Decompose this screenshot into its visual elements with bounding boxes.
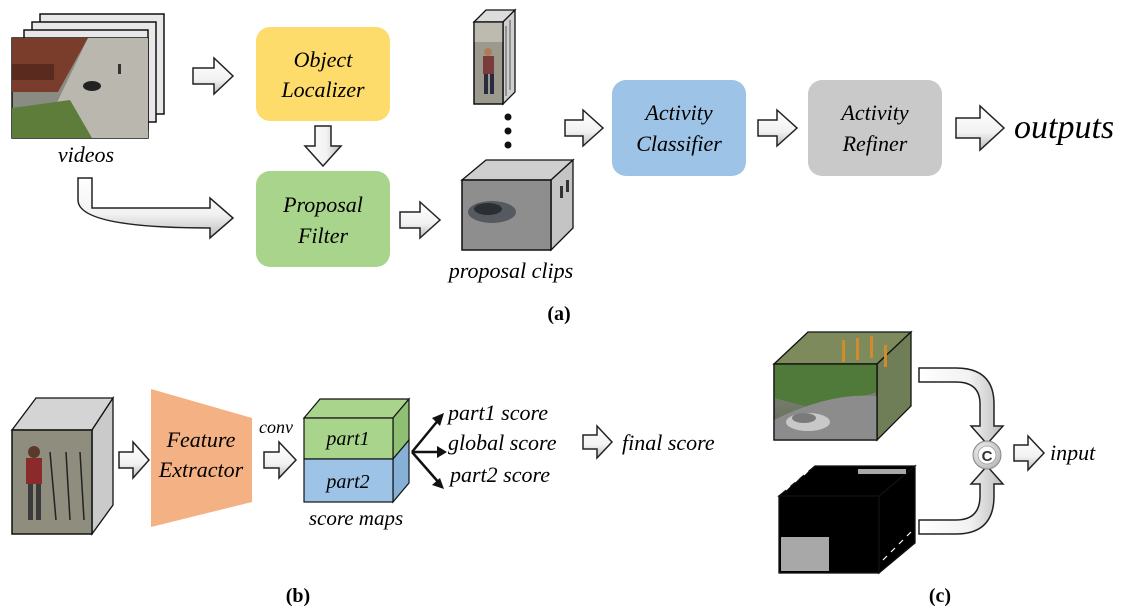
activity-refiner-line1: Activity bbox=[839, 100, 908, 125]
arrow-clip-to-extractor bbox=[118, 440, 151, 480]
activity-refiner-box: Activity Refiner bbox=[808, 80, 942, 176]
video-frame-stack bbox=[11, 13, 165, 139]
score-maps-block: part1 part2 bbox=[302, 397, 411, 504]
object-localizer-box: Object Localizer bbox=[256, 27, 390, 121]
arrow-concat-to-input bbox=[1013, 434, 1046, 472]
input-clip-person bbox=[10, 395, 115, 537]
activity-classifier-line1: Activity bbox=[643, 100, 712, 125]
mask-region bbox=[781, 537, 829, 571]
concat-operator: C bbox=[972, 440, 1002, 470]
final-score-label: final score bbox=[622, 430, 715, 455]
outputs-label: outputs bbox=[1014, 109, 1114, 146]
arrow-localizer-to-filter bbox=[303, 125, 343, 168]
feature-extractor-line1: Feature bbox=[166, 427, 236, 452]
ellipsis-dots bbox=[504, 113, 512, 149]
proposal-filter-line1: Proposal bbox=[282, 192, 363, 217]
score-fork-arrows bbox=[411, 417, 441, 485]
proposal-filter-box: Proposal Filter bbox=[256, 171, 390, 267]
proposal-clips-label: proposal clips bbox=[447, 258, 573, 283]
conv-label: conv bbox=[259, 417, 293, 437]
arrow-refiner-to-outputs bbox=[955, 104, 1006, 152]
caption-c: (c) bbox=[929, 585, 951, 607]
global-score-label: global score bbox=[448, 430, 557, 455]
arrow-videos-to-localizer bbox=[192, 56, 235, 96]
part1-label: part1 bbox=[324, 428, 369, 450]
proposal-clip-car bbox=[460, 158, 575, 252]
part1-score-label: part1 score bbox=[446, 400, 548, 425]
caption-b: (b) bbox=[286, 585, 310, 607]
arrow-videos-to-filter bbox=[77, 177, 235, 240]
concat-symbol: C bbox=[982, 448, 993, 465]
proposal-filter-line2: Filter bbox=[297, 223, 349, 248]
proposal-clip-person bbox=[472, 8, 517, 106]
arrow-extractor-to-scoremaps bbox=[263, 440, 298, 480]
object-localizer-line1: Object bbox=[294, 47, 354, 72]
video-frame-front bbox=[11, 37, 149, 139]
caption-a: (a) bbox=[547, 303, 570, 325]
arrow-mask-to-concat bbox=[918, 464, 1005, 535]
score-maps-label: score maps bbox=[309, 506, 403, 530]
part2-label: part2 bbox=[324, 471, 369, 493]
arrow-clips-to-classifier bbox=[564, 108, 605, 148]
mask-clip bbox=[777, 464, 917, 575]
arrow-to-final-score bbox=[582, 424, 614, 460]
activity-classifier-line2: Classifier bbox=[636, 131, 722, 156]
part1-map bbox=[303, 417, 394, 460]
arrow-rgb-to-concat bbox=[918, 367, 1005, 446]
activity-classifier-box: Activity Classifier bbox=[612, 80, 746, 176]
videos-label: videos bbox=[58, 142, 114, 167]
feature-extractor-line2: Extractor bbox=[158, 457, 244, 482]
arrow-classifier-to-refiner bbox=[757, 108, 799, 148]
rgb-clip bbox=[772, 330, 913, 442]
part2-score-label: part2 score bbox=[448, 462, 550, 487]
feature-extractor-trapezoid: Feature Extractor bbox=[151, 389, 252, 527]
arrow-filter-to-clips bbox=[399, 200, 442, 240]
activity-refiner-line2: Refiner bbox=[842, 131, 908, 156]
input-label: input bbox=[1050, 440, 1096, 465]
part2-map bbox=[303, 458, 394, 503]
object-localizer-line2: Localizer bbox=[280, 77, 365, 102]
